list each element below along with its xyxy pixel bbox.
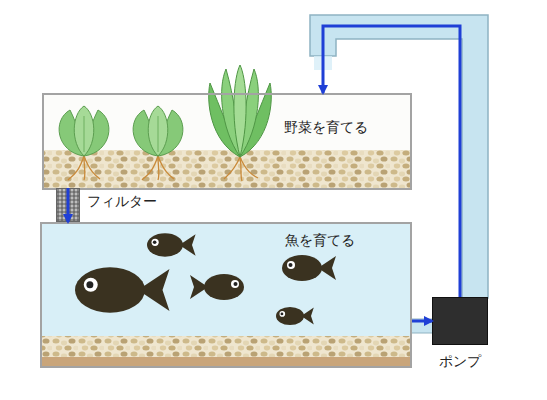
- node-label: 魚を育てる: [285, 231, 355, 249]
- water-stream: [314, 56, 332, 70]
- fish-tank-art: [41, 223, 411, 367]
- node-label: 野菜を育てる: [284, 118, 368, 136]
- vegetable-tank-art: [43, 65, 411, 189]
- flow-arrow: [412, 320, 432, 323]
- pump: ポンプ: [432, 297, 488, 345]
- filter-mesh: [57, 189, 79, 221]
- filter: フィルター: [56, 188, 80, 222]
- node-label: フィルター: [87, 192, 157, 210]
- node-label: ポンプ: [439, 352, 481, 370]
- flow-arrow: [323, 26, 460, 297]
- fish-tank: 魚を育てる: [40, 222, 412, 368]
- vegetable-tank: 野菜を育てる: [42, 93, 412, 190]
